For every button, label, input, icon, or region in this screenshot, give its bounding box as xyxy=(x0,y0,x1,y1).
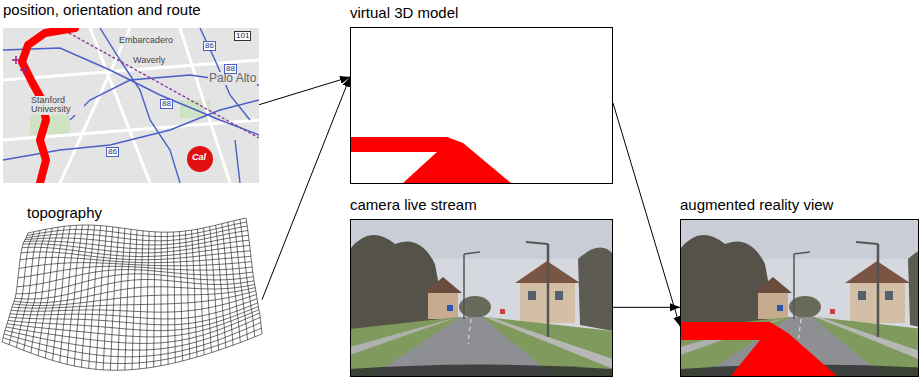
model-ground xyxy=(351,28,612,183)
image-frame xyxy=(350,27,613,184)
mesh-line xyxy=(125,229,131,370)
mesh-line xyxy=(19,262,252,269)
panel-heading: position, orientation and route xyxy=(3,1,201,18)
panel-heading: topography xyxy=(27,204,102,221)
mesh-line xyxy=(154,232,156,367)
street-map xyxy=(3,28,259,183)
mesh-line xyxy=(11,295,256,313)
image-frame xyxy=(680,219,919,377)
mesh-line xyxy=(9,232,34,345)
map-label: Waverly xyxy=(132,56,166,65)
ar-panel: augmented reality view xyxy=(680,196,919,377)
topography-panel: topography xyxy=(0,204,262,378)
mesh-line xyxy=(7,310,259,337)
mesh-line xyxy=(8,307,258,331)
mesh-line xyxy=(13,288,255,306)
mesh-line xyxy=(2,334,262,370)
mesh-line xyxy=(173,232,175,363)
mesh-line xyxy=(18,266,252,278)
mesh-line xyxy=(234,221,248,340)
flow-arrow xyxy=(613,103,680,326)
flow-arrow xyxy=(613,307,680,308)
mesh-line xyxy=(25,231,248,245)
mesh-line xyxy=(10,299,257,319)
camera-photo xyxy=(350,219,613,377)
mesh-line xyxy=(179,232,182,361)
mesh-line xyxy=(20,256,251,262)
mesh-line xyxy=(16,230,40,347)
streets xyxy=(3,28,259,183)
mesh-line xyxy=(146,231,149,368)
map-label: 88 xyxy=(160,99,173,109)
mesh-line xyxy=(5,317,260,350)
road-overlay xyxy=(681,322,838,377)
mesh-line xyxy=(228,222,241,342)
mesh-line xyxy=(22,245,250,256)
map-label: 88 xyxy=(224,64,237,74)
map-label: Cal xyxy=(191,153,207,162)
map-label: 86 xyxy=(203,41,216,51)
panel-heading: augmented reality view xyxy=(680,196,833,213)
mesh-line xyxy=(2,233,28,342)
panel-heading: camera live stream xyxy=(350,196,477,213)
map-ground xyxy=(3,28,259,183)
bus-routes xyxy=(3,28,259,183)
map-label: 101 xyxy=(234,31,251,41)
mesh-line xyxy=(24,235,248,249)
mesh-line xyxy=(26,226,247,241)
image-frame xyxy=(0,222,262,378)
flow-arrow xyxy=(262,77,350,300)
camera-panel: camera live stream xyxy=(350,196,613,377)
model-panel: virtual 3D model xyxy=(350,4,613,184)
mesh-line xyxy=(3,328,261,363)
mesh-line xyxy=(21,251,250,260)
mesh-line xyxy=(132,230,137,370)
ar-photo xyxy=(680,219,919,377)
panel-heading: virtual 3D model xyxy=(350,4,458,21)
road-model xyxy=(351,137,511,183)
mesh-line xyxy=(16,274,253,294)
map-panel: position, orientation and route xyxy=(3,1,259,183)
mesh-line xyxy=(118,228,125,370)
map-label: Embarcadero xyxy=(118,36,174,45)
map-label: 86 xyxy=(106,147,119,157)
mesh-line xyxy=(9,303,258,325)
mesh-line xyxy=(139,231,143,369)
map-label: Stanford University xyxy=(30,96,84,115)
rail-line xyxy=(60,28,259,138)
flow-arrow xyxy=(259,77,350,105)
mesh-line xyxy=(23,240,249,253)
image-frame xyxy=(350,219,613,377)
mesh-line xyxy=(4,322,261,356)
hospital-symbol xyxy=(12,56,28,74)
terrain-mesh xyxy=(2,218,262,370)
rail-logo xyxy=(187,146,213,172)
mesh-line xyxy=(15,280,254,300)
